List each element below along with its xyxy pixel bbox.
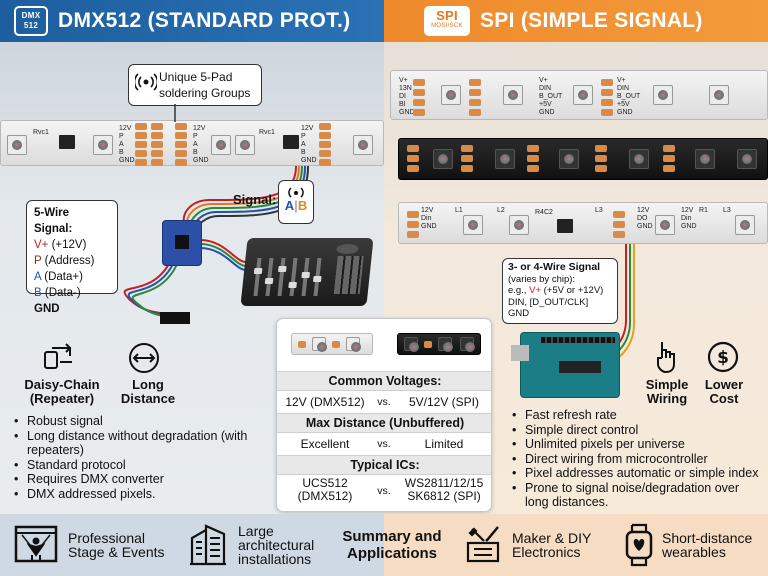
pad-groups-callout: Unique 5-Pad soldering Groups: [128, 64, 262, 106]
simple-wiring-label: Simple Wiring: [645, 377, 689, 406]
led-pixel: [235, 135, 255, 155]
spi-bullet-list: Fast refresh rate Simple direct control …: [512, 408, 766, 510]
footer-wearables-label: Short-distance wearables: [662, 530, 753, 560]
microcontroller-board: [511, 332, 620, 398]
ics-heading: Typical ICs:: [277, 455, 491, 475]
list-item: Unlimited pixels per universe: [512, 437, 766, 452]
footer-item-wearables: Short-distance wearables: [622, 514, 762, 576]
ic-chip: [59, 135, 75, 149]
ab-signal-icon: A|B: [278, 180, 314, 224]
list-item: Direct wiring from microcontroller: [512, 452, 766, 467]
footer-maker-label: Maker & DIY Electronics: [512, 530, 592, 560]
list-item: Simple direct control: [512, 423, 766, 438]
long-distance-icon: [129, 343, 159, 373]
list-item: Pixel addresses automatic or simple inde…: [512, 466, 766, 481]
list-item: Long distance without degradation (with …: [14, 429, 254, 458]
footer-architectural-label: Large architectural installations: [238, 523, 315, 567]
list-item: Prone to signal noise/degradation over l…: [512, 481, 766, 510]
dmx-decoder-board: [162, 220, 202, 266]
list-item: DMX addressed pixels.: [14, 487, 254, 502]
smartwatch-icon: [625, 523, 653, 567]
led-pixel: [353, 135, 373, 155]
footer-stage-label: Professional Stage & Events: [68, 530, 165, 560]
footer-item-maker: Maker & DIY Electronics: [464, 514, 608, 576]
daisy-chain-icon: [44, 343, 72, 369]
daisy-chain-label: Daisy-Chain (Repeater): [24, 377, 100, 406]
led-pixel: [93, 135, 113, 155]
stage-icon: [14, 525, 58, 563]
dmx-title: DMX512 (STANDARD PROT.): [58, 9, 351, 32]
five-wire-signal-callout: 5-Wire Signal: V+ (+12V) P (Address) A (…: [26, 200, 118, 315]
signal-waves-icon: [135, 73, 157, 91]
distance-heading: Max Distance (Unbuffered): [277, 413, 491, 433]
dmx-controller-console: [240, 238, 374, 306]
spi-led-strip-2: [398, 138, 768, 180]
mini-led-strip-black: [397, 333, 481, 355]
led-pixel: [211, 135, 231, 155]
list-item: Standard protocol: [14, 458, 254, 473]
comparison-panel: Common Voltages: 12V (DMX512)vs.5V/12V (…: [276, 318, 492, 512]
signal-label: Signal:: [233, 192, 277, 207]
hand-pointer-icon: [657, 342, 675, 374]
spi-wire-signal-callout: 3- or 4-Wire Signal (varies by chip): e.…: [502, 258, 618, 324]
dollar-icon: $: [707, 341, 739, 373]
long-distance-label: Long Distance: [120, 377, 176, 406]
dmx-bullet-list: Robust signal Long distance without degr…: [14, 414, 254, 501]
list-item: Robust signal: [14, 414, 254, 429]
callout-pointer: [174, 104, 176, 122]
footer-item-architectural: Large architectural installations: [188, 514, 328, 576]
led-pixel: [7, 135, 27, 155]
voltages-row: 12V (DMX512)vs.5V/12V (SPI): [285, 395, 480, 409]
summary-title: Summary and Applications: [342, 528, 442, 562]
building-icon: [190, 524, 226, 566]
list-item: Fast refresh rate: [512, 408, 766, 423]
list-item: Requires DMX converter: [14, 472, 254, 487]
applications-footer: Professional Stage & Events Large archit…: [0, 514, 768, 576]
voltages-heading: Common Voltages:: [277, 371, 491, 391]
footer-item-stage: Professional Stage & Events: [14, 514, 170, 576]
spi-title: SPI (SIMPLE SIGNAL): [480, 9, 703, 32]
tools-icon: [466, 526, 500, 563]
mini-led-strip-white: [291, 333, 373, 355]
chip-label: Rvc1: [33, 129, 49, 136]
lower-cost-label: Lower Cost: [704, 377, 744, 406]
ic-chip: [283, 135, 299, 149]
svg-text:$: $: [717, 348, 729, 368]
